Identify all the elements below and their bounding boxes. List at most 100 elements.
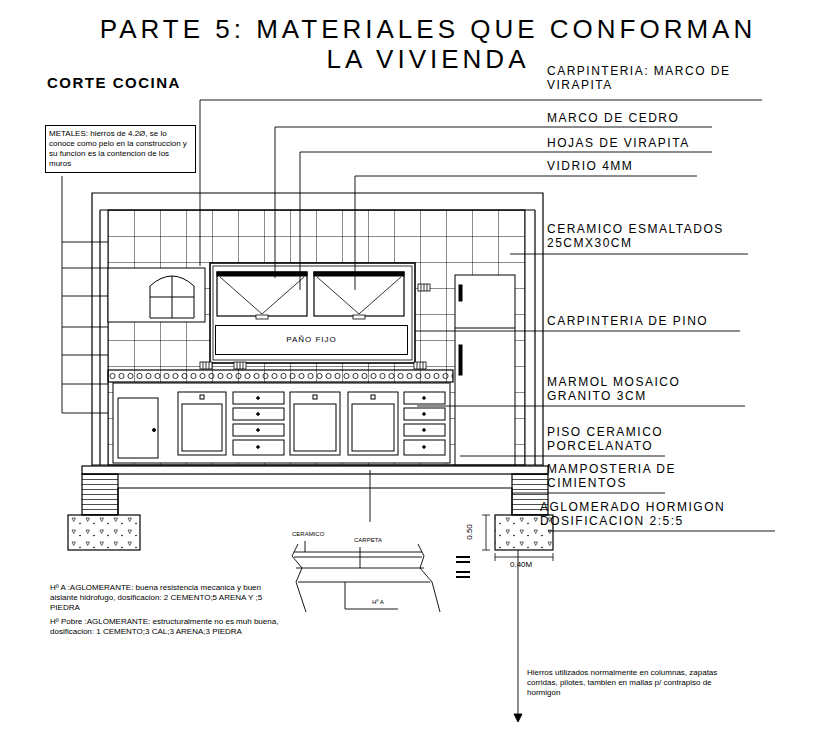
down-arrow-part [518,550,519,716]
base-cabinets-part [233,424,284,436]
window-frame-part [314,272,404,276]
base-cabinets-part [257,429,260,432]
base-cabinets-part [404,392,445,404]
base-cabinets-part [182,404,222,451]
material-callout: CARPINTERIA DE PINO [547,314,708,328]
floor-detail-part [418,544,440,612]
base-cabinets-part [257,413,260,416]
window-frame-part [317,277,401,314]
base-cabinets-part [257,446,260,449]
base-cabinets-part [200,395,204,399]
upper-cabinet-part [108,268,205,322]
window-frame-part [217,272,307,276]
base-cabinets-part [294,404,336,451]
window-frame-part [217,272,307,316]
down-arrow-part [514,714,522,722]
section-title: CORTE COCINA [47,74,181,92]
dimension-text: 0.50 [465,524,475,540]
base-cabinets-part [352,404,394,451]
leader-lines-part [548,531,775,532]
wall-outline-part [534,210,535,465]
floor-detail-part [298,582,430,583]
leader-lines [200,100,775,531]
base-cabinets-part [423,413,426,416]
dimension-text: 0.40M [510,560,532,570]
material-callout: MAMPOSTERIA DE CIMIENTOS [547,462,717,490]
refrigerator-part [455,328,515,329]
leader-lines-part [417,406,745,407]
wall-outline-part [92,193,543,470]
dimension-lines-part [482,550,490,551]
fixed-pane-box: PAÑO FIJO [215,325,408,355]
detail-label: CERAMICO [292,531,324,538]
window-frame-part [256,315,268,319]
refrigerator-part [459,345,462,375]
floor-detail-part [294,552,422,553]
window-frame-part [353,315,365,319]
wall-outline-part [99,210,100,465]
wall-outline [92,193,543,470]
wall-tiles-part [108,210,525,465]
floor-detail [292,470,470,612]
base-cabinets-part [371,395,375,399]
base-cabinets-part [233,440,284,455]
concrete-note: Hº A :AGLOMERANTE: buena resistencia mec… [50,583,265,613]
refrigerator-part [455,275,515,465]
dimension-lines-part [495,557,553,558]
leader-lines-part [200,100,762,266]
dimension-lines-part [495,553,496,561]
metal-leader [62,176,108,413]
material-callout: CERAMICO ESMALTADOS 25CMX30CM [547,222,767,250]
foundation-part [68,515,140,550]
metal-leader-part [62,176,63,413]
floor-detail-part [360,547,361,568]
window-frame-part [220,277,304,314]
box-text: METALES: hierros de 4.2Ø, se lo conoce c… [49,129,192,169]
window-frame-part [213,266,412,360]
leader-lines-part [415,331,740,332]
leader-lines-part [275,127,712,278]
countertop-part [108,370,453,382]
leader-lines-part [510,254,748,255]
material-callout: MARCO DE CEDRO [547,111,679,125]
base-cabinets-part [404,424,445,436]
wall-tiles [108,210,525,465]
base-cabinets-part [233,392,284,404]
note-box: METALES: hierros de 4.2Ø, se lo conoce c… [45,125,196,173]
floor-detail-part [292,544,306,612]
base-cabinets-part [233,408,284,420]
leader-lines-part [460,456,665,457]
base-cabinets-part [423,397,426,400]
foundation-part [82,466,548,474]
electrical-outlets-part [203,284,427,369]
base-cabinets-part [423,446,426,449]
window-frame [210,263,415,363]
detail-label: Hº A [372,599,384,606]
base-cabinets-part [118,398,158,458]
detail-label: CARPETA [354,537,382,544]
base-cabinets-part [290,392,340,455]
floor-detail-part [305,541,306,552]
down-arrow [514,550,522,722]
floor-detail-part [294,557,422,558]
leader-lines-part [512,493,665,494]
material-callout: CARPINTERIA: MARCO DE VIRAPITA [547,64,767,92]
countertop [108,370,453,382]
window-frame-part [314,272,404,316]
metal-leader-part [62,242,108,413]
box-text: PAÑO FIJO [219,335,404,345]
base-cabinets-part [404,440,445,455]
steel-note: Hierros utilizados normalmente en column… [527,668,747,698]
concrete-note: Hº Pobre :AGLOMERANTE: estructuralmente … [50,617,280,637]
material-callout: AGLOMERADO HORMIGON DOSIFICACION 2:5:5 [540,500,780,528]
foundation-part [82,474,118,515]
upper-cabinet [108,268,205,322]
window-frame-part [210,263,415,363]
upper-cabinet-part [150,297,194,298]
upper-cabinet-part [150,276,194,318]
base-cabinets-part [113,383,450,463]
base-cabinets-part [153,429,156,432]
base-cabinets-part [257,397,260,400]
base-cabinets-part [348,392,398,455]
base-cabinets-part [423,429,426,432]
